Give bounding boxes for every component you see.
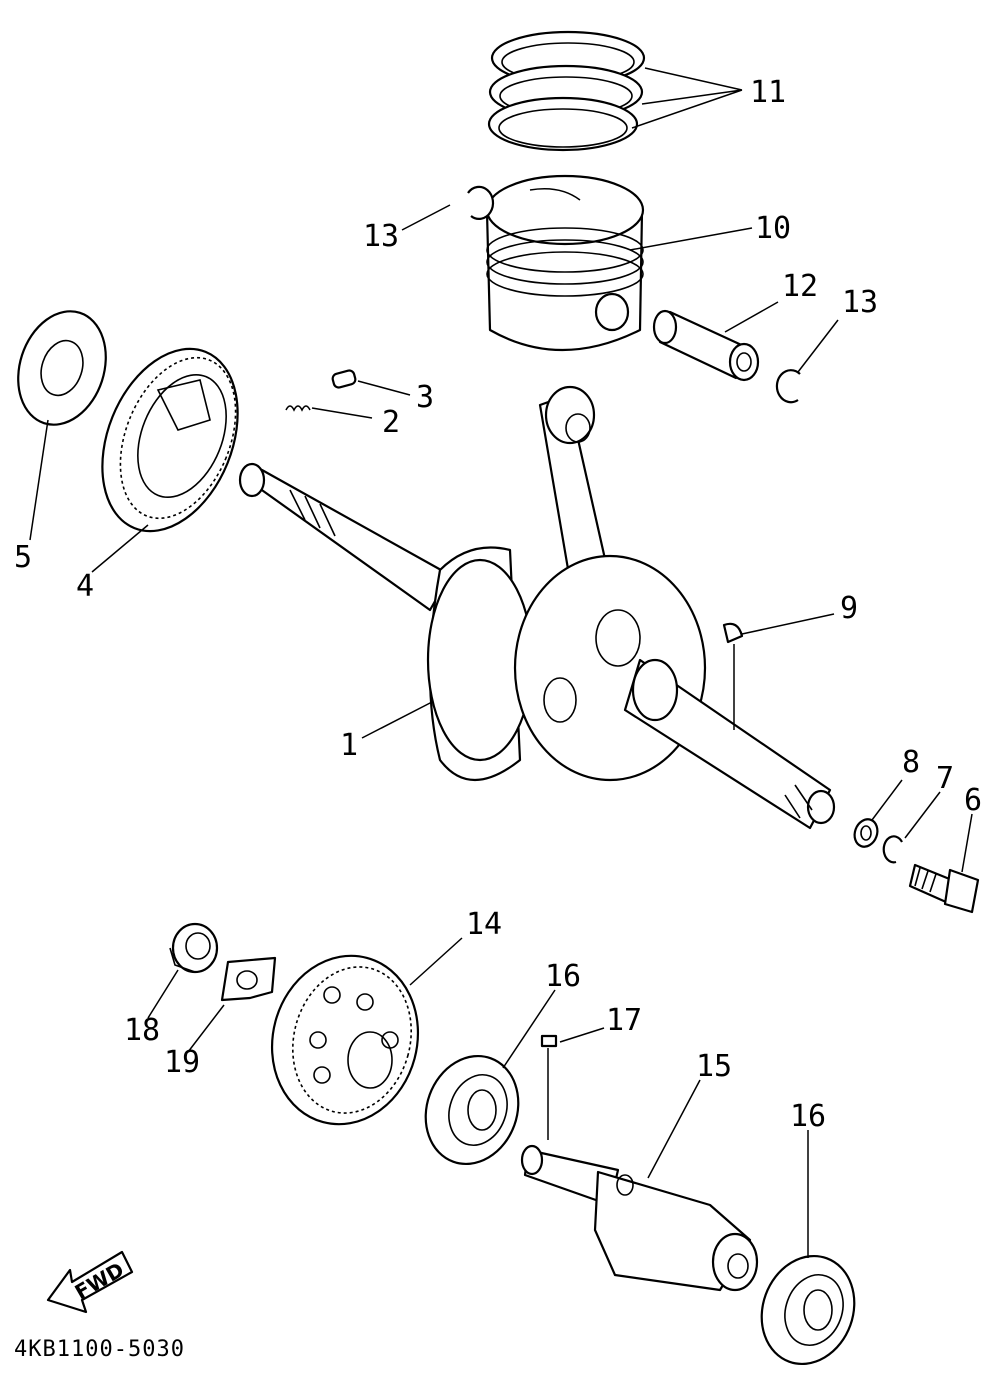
thrust-washer: [17, 310, 107, 426]
callout-2: 2: [382, 405, 400, 440]
nut: [169, 922, 219, 974]
woodruff-key: [722, 622, 744, 644]
callout-16a: 16: [545, 959, 581, 994]
forward-direction-arrow: FWD: [46, 1250, 134, 1314]
balancer-shaft: [520, 1144, 759, 1292]
spring: [285, 405, 311, 412]
piston: [485, 174, 645, 351]
callout-17: 17: [606, 1003, 642, 1038]
starter-gear: [101, 347, 239, 533]
callout-1: 1: [340, 728, 358, 763]
callout-18: 18: [124, 1013, 160, 1048]
bearing-right: [760, 1254, 856, 1366]
callout-12: 12: [782, 269, 818, 304]
bolt: [908, 863, 980, 914]
retainer-plate: [220, 956, 277, 1002]
leader-lines: [29, 67, 973, 1258]
callout-11: 11: [750, 75, 786, 110]
drawing-code: 4KB1100-5030: [14, 1337, 185, 1362]
balancer-key: [540, 1034, 558, 1048]
callout-15: 15: [696, 1049, 732, 1084]
dowel-pin: [331, 369, 357, 389]
callout-8: 8: [902, 745, 920, 780]
piston-rings: [487, 30, 646, 152]
callout-5: 5: [14, 540, 32, 575]
callout-13a: 13: [363, 219, 399, 254]
balancer-gear: [270, 954, 420, 1126]
washer: [853, 818, 879, 848]
callout-4: 4: [76, 569, 94, 604]
callout-6: 6: [964, 783, 982, 818]
bearing-left: [424, 1054, 520, 1166]
crankshaft: [238, 385, 836, 830]
piston-pin: [652, 309, 760, 382]
lock-washer: [882, 835, 903, 864]
callout-13b: 13: [842, 285, 878, 320]
callout-14: 14: [466, 907, 502, 942]
callout-19: 19: [164, 1045, 200, 1080]
callout-7: 7: [936, 761, 954, 796]
callout-9: 9: [840, 591, 858, 626]
callout-10: 10: [755, 211, 791, 246]
circlip-right: [775, 369, 801, 404]
callout-numbers: 1 2 3 4 5 6 7 8 9 10 11 12 13 13 14 15 1…: [14, 75, 982, 1134]
callout-16b: 16: [790, 1099, 826, 1134]
callout-3: 3: [416, 380, 434, 415]
circlip-left: [467, 185, 495, 220]
